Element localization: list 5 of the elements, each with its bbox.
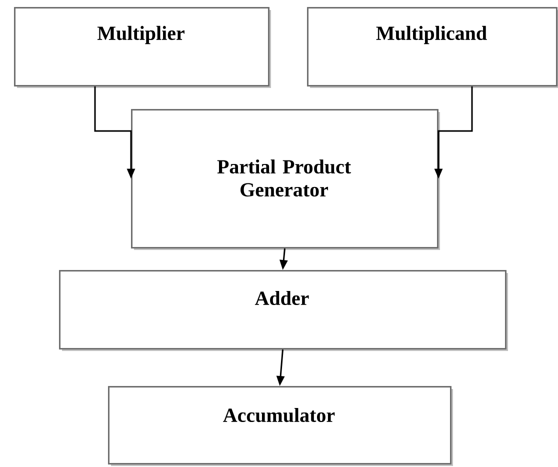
process-box: Accumulator	[108, 386, 453, 466]
process-box: Adder	[59, 270, 508, 351]
process-box: Multiplicand	[307, 7, 558, 88]
process-box: Multiplier	[14, 7, 271, 88]
process-box: Partial Product Generator	[131, 109, 440, 250]
